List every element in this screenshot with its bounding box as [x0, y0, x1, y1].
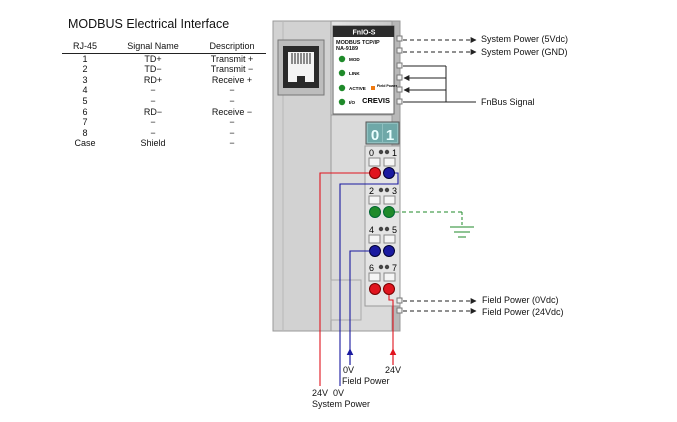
- system-power-24v-wire: [319, 172, 369, 386]
- terminal-6-red: [369, 283, 381, 295]
- model-label: NA-9189: [336, 46, 358, 52]
- table-header-row: RJ-45 Signal Name Description: [62, 41, 266, 54]
- terminal-number-5: 5: [392, 225, 397, 235]
- terminal-4-blue: [369, 245, 381, 257]
- led-label-active: ACTIVE: [349, 86, 366, 91]
- field-power-led: [371, 86, 375, 90]
- field-power-24v-label: Field Power (24Vdc): [482, 307, 564, 317]
- signal-cell: −: [150, 117, 156, 128]
- led-label-link: LINK: [349, 71, 360, 76]
- table-row: 6 RD− Receive −: [62, 107, 266, 118]
- terminal-5-blue: [383, 245, 395, 257]
- table-row: 7 − −: [62, 117, 266, 128]
- field-power-led-label: Field Power: [377, 84, 398, 88]
- table-row: 8 − −: [62, 128, 266, 139]
- terminal-3-green: [383, 206, 395, 218]
- link-led: [338, 69, 346, 77]
- terminal-number-0: 0: [369, 148, 374, 158]
- terminal-number-6: 6: [369, 263, 374, 273]
- signal-cell: TD+: [144, 53, 162, 64]
- system-power-0v-short-label: 0V: [333, 388, 345, 398]
- table-row: 4 − −: [62, 85, 266, 96]
- signal-cell: RD+: [143, 74, 163, 85]
- field-power-0v-short-label: 0V: [343, 365, 355, 375]
- terminal-7-red: [383, 283, 395, 295]
- description-cell: −: [229, 95, 235, 106]
- table-row: 5 − −: [62, 96, 266, 107]
- terminal-1-blue: [383, 167, 395, 179]
- fnbus-signal-label: FnBus Signal: [481, 97, 535, 107]
- system-power-caption: System Power: [312, 399, 371, 409]
- field-power-0v-label: Field Power (0Vdc): [482, 295, 559, 305]
- header-description: Description: [198, 41, 266, 54]
- table-row: 1 TD+ Transmit +: [62, 53, 266, 64]
- pinout-table: RJ-45 Signal Name Description 1 TD+ Transm…: [62, 41, 266, 149]
- digit-display: 0 1: [365, 121, 400, 145]
- pin-cell: 5: [82, 95, 88, 106]
- pin-cell: 6: [82, 106, 88, 117]
- active-led: [338, 84, 346, 92]
- pin-cell: 8: [82, 127, 88, 138]
- description-cell: Receive +: [211, 74, 253, 85]
- system-power-24v-short-label: 24V: [312, 388, 329, 398]
- led-label-mod: MOD: [349, 57, 360, 62]
- description-cell: −: [229, 85, 235, 96]
- description-cell: −: [229, 127, 235, 138]
- signal-cell: TD−: [144, 64, 162, 75]
- protocol-label: MODBUS TCP/IP: [336, 40, 380, 46]
- terminal-number-2: 2: [369, 186, 374, 196]
- pin-cell: Case: [74, 138, 96, 149]
- terminal-2-green: [369, 206, 381, 218]
- terminal-0-red: [369, 167, 381, 179]
- signal-cell: −: [150, 95, 156, 106]
- signal-cell: −: [150, 127, 156, 138]
- page-title: MODBUS Electrical Interface: [68, 17, 230, 31]
- system-power-gnd-label: System Power (GND): [481, 47, 568, 57]
- pin-cell: 7: [82, 117, 88, 128]
- field-power-24v-short-label: 24V: [385, 365, 402, 375]
- terminal-number-1: 1: [392, 148, 397, 158]
- system-power-5v-label: System Power (5Vdc): [481, 34, 569, 44]
- side-contacts: [396, 35, 403, 314]
- io-led: [338, 98, 346, 106]
- field-power-24v-wire: [388, 295, 394, 365]
- description-cell: Transmit +: [210, 53, 254, 64]
- digit-0: 0: [371, 127, 379, 144]
- terminal-block: 0 1 2 3 4 5 6 7: [364, 145, 401, 307]
- brand-label: CREVIS: [362, 96, 390, 105]
- pin-cell: 1: [82, 53, 88, 64]
- description-cell: −: [229, 138, 235, 149]
- pin-cell: 2: [82, 64, 88, 75]
- terminal-number-4: 4: [369, 225, 374, 235]
- signal-cell: Shield: [140, 138, 166, 149]
- signal-cell: −: [150, 85, 156, 96]
- header-rj45: RJ-45: [62, 41, 108, 54]
- description-cell: Receive −: [211, 106, 253, 117]
- module-name: FnIO-S: [353, 30, 376, 37]
- field-power-0v-wire: [349, 250, 370, 365]
- field-power-caption: Field Power: [342, 376, 390, 386]
- ground-symbol: [395, 211, 474, 238]
- fnbus-bracket: [403, 65, 476, 103]
- description-cell: Transmit −: [210, 64, 254, 75]
- digit-1: 1: [386, 127, 394, 144]
- table-row: Case Shield −: [62, 138, 266, 149]
- signal-cell: RD−: [143, 106, 163, 117]
- table-row: 2 TD− Transmit −: [62, 64, 266, 75]
- description-cell: −: [229, 117, 235, 128]
- terminal-number-3: 3: [392, 186, 397, 196]
- header-signal-name: Signal Name: [108, 41, 198, 54]
- table-row: 3 RD+ Receive +: [62, 75, 266, 86]
- system-power-0v-wire: [339, 172, 399, 386]
- rj45-port: [277, 39, 325, 96]
- module-label-panel: FnIO-S MODBUS TCP/IP NA-9189 MOD LINK AC…: [332, 25, 398, 115]
- pin-cell: 4: [82, 85, 88, 96]
- terminal-number-7: 7: [392, 263, 397, 273]
- pin-cell: 3: [82, 74, 88, 85]
- led-label-io: I/O: [349, 100, 356, 105]
- mod-led: [338, 55, 346, 63]
